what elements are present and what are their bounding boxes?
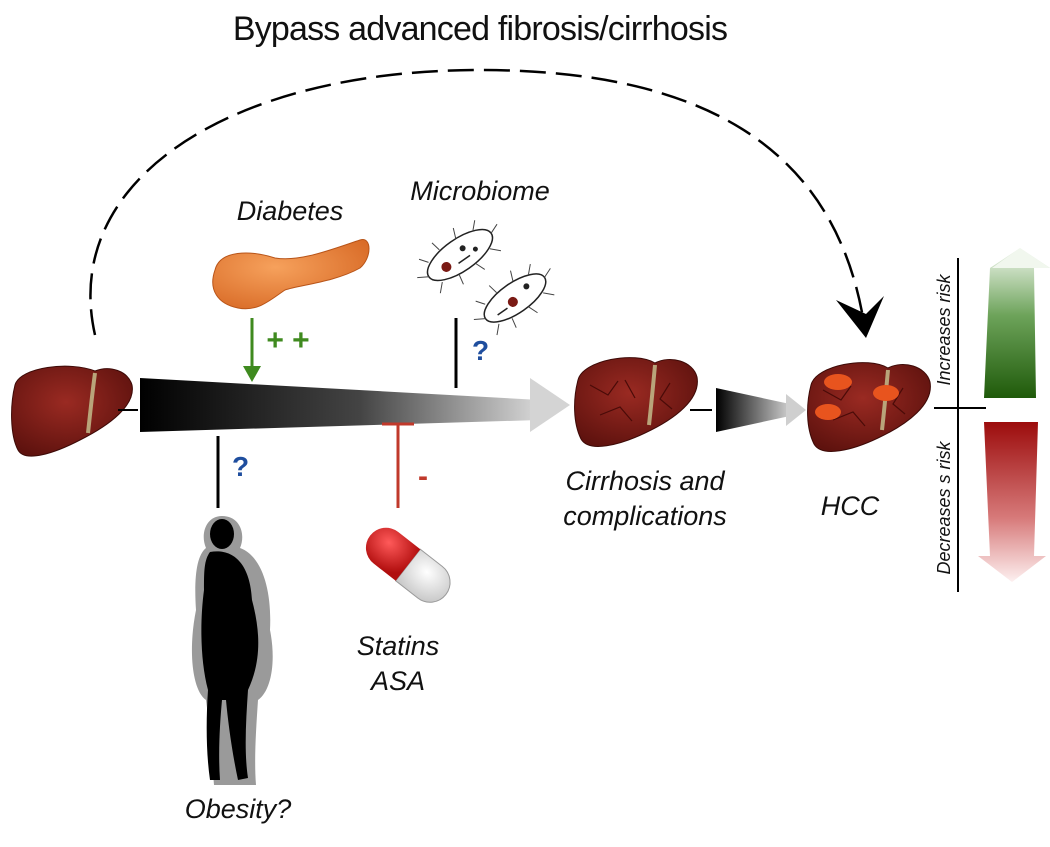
obesity-label: Obesity? (185, 794, 292, 824)
pancreas-icon (212, 239, 370, 310)
cirrhosis-label: Cirrhosis and (565, 466, 725, 496)
pill-icon (365, 527, 451, 603)
decrease-risk-arrow (978, 422, 1046, 582)
person-silhouette-icon (191, 516, 273, 785)
progression-arrowhead-2 (786, 394, 806, 426)
increases-risk-label: Increases risk (934, 273, 954, 385)
increase-risk-arrow (984, 248, 1050, 398)
tumor-spot-icon (824, 374, 852, 390)
hcc-liver-icon (807, 362, 931, 452)
liver-icon (11, 365, 133, 457)
obesity-effect: ? (232, 451, 249, 482)
progression-arrowhead (530, 378, 570, 432)
microbiome-effect: ? (472, 335, 489, 366)
bypass-arrowhead (836, 296, 884, 338)
diabetes-effect: + + (266, 324, 309, 357)
statins-label: Statins (357, 631, 440, 661)
increase-risk-arrowhead (992, 248, 1050, 268)
tumor-spot-icon (815, 404, 841, 420)
diagram-title: Bypass advanced fibrosis/cirrhosis (233, 10, 727, 48)
tumor-spot-icon (873, 385, 899, 401)
bacteria-icon (417, 220, 555, 336)
progression-wedge (140, 378, 540, 432)
microbiome-label: Microbiome (410, 176, 550, 206)
progression-wedge-2 (716, 388, 790, 432)
hcc-label: HCC (821, 491, 880, 521)
statins-effect: - (418, 460, 428, 493)
complications-label: complications (563, 501, 727, 531)
diabetes-promote-arrowhead (243, 366, 261, 382)
asa-label: ASA (369, 666, 425, 696)
cirrhotic-liver-icon (574, 357, 698, 447)
decreases-risk-label: Decreases s risk (934, 440, 954, 574)
diabetes-label: Diabetes (237, 196, 344, 226)
